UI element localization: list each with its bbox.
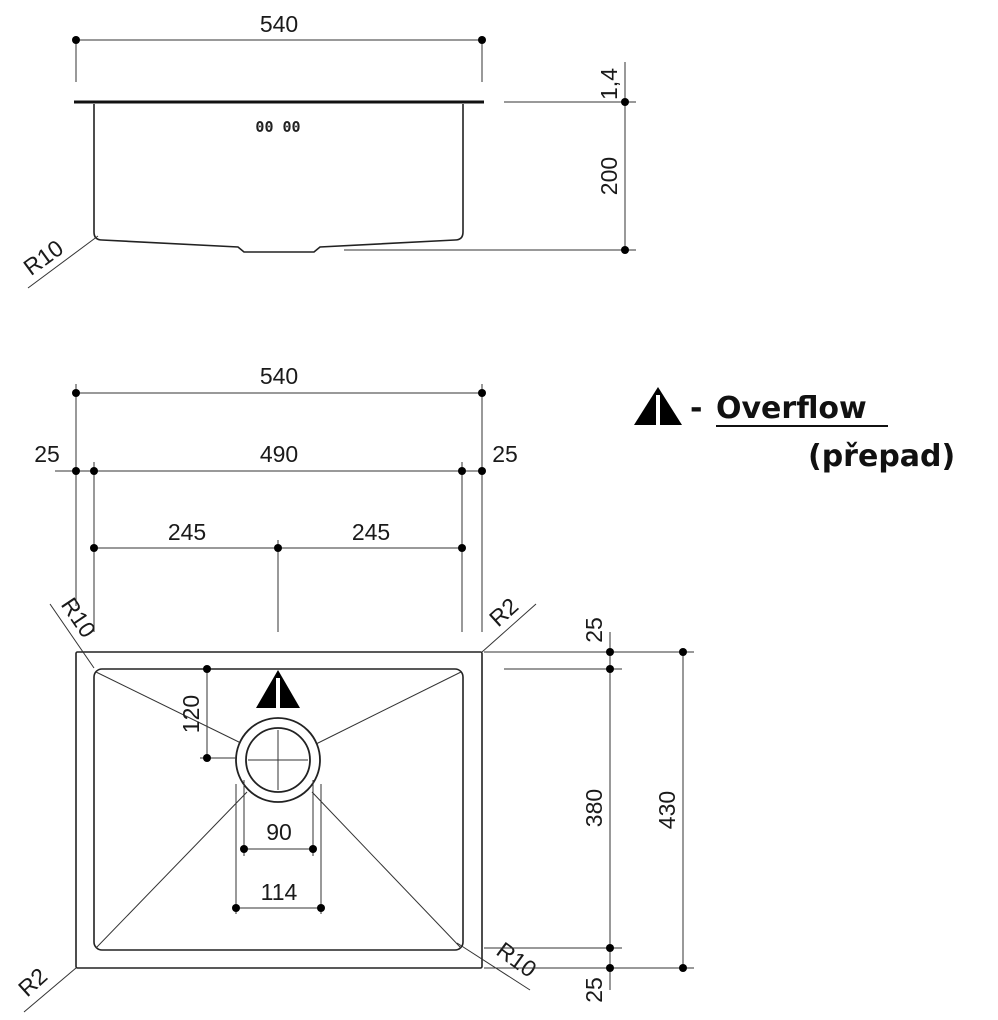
half-right-label: 245: [352, 519, 390, 545]
top-rim-label: 25: [581, 617, 607, 643]
corner-bottom-right-callout: R10: [456, 937, 541, 991]
drain-inner-ring: [245, 727, 311, 793]
corner-bottom-left-label: R2: [13, 963, 52, 1002]
overflow-legend: - Overflow (přepad): [634, 387, 955, 474]
warning-triangle-icon: [634, 387, 682, 425]
inner-width-label: 490: [260, 441, 298, 467]
half-left-label: 245: [168, 519, 206, 545]
side-rim-label: 1,4: [596, 68, 622, 100]
drain-inner-label: 90: [266, 819, 292, 845]
inner-depth-label: 380: [581, 789, 607, 827]
corner-top-right-label: R2: [484, 593, 523, 632]
drain-outer-label: 114: [261, 879, 298, 905]
right-rim-label: 25: [492, 441, 518, 467]
drain-offset-dimension: 120: [178, 665, 236, 762]
side-height-dimensions: 1,4 200: [344, 62, 636, 254]
legend-sublabel: (přepad): [808, 439, 955, 474]
outer-rim-outline: [75, 651, 483, 969]
side-view: 540 00 00 1,4 200 R10: [19, 11, 636, 289]
legend-dash: -: [690, 391, 702, 426]
side-width-dimension: 540: [72, 11, 486, 82]
vertical-dimensions: 25 380 25 430: [484, 617, 694, 1003]
outer-width-label: 540: [260, 363, 298, 389]
corner-bottom-right-label: R10: [492, 937, 541, 983]
corner-top-right-callout: R2: [481, 593, 537, 653]
outer-width-dimension: 540: [72, 363, 486, 632]
drain-inner-dimension: 90: [240, 780, 317, 856]
side-bowl-outline: [93, 104, 464, 253]
side-radius-label: R10: [19, 235, 68, 281]
top-view: 540 490 25 25 245 245: [13, 363, 694, 1013]
left-rim-label: 25: [34, 441, 60, 467]
side-radius-callout: R10: [19, 235, 99, 289]
side-depth-label: 200: [596, 157, 622, 195]
overflow-warning-icon: [256, 670, 300, 708]
side-overflow-slots: 00 00: [255, 118, 300, 136]
corner-bottom-left-callout: R2: [13, 963, 77, 1013]
drain-offset-label: 120: [178, 695, 204, 733]
bottom-rim-label: 25: [581, 977, 607, 1003]
inner-width-dimension: 490 25 25: [34, 441, 518, 632]
legend-label: Overflow: [716, 391, 867, 426]
inner-bowl-outline: [93, 668, 464, 951]
bowl-slope-lines: [95, 671, 462, 949]
drain: [235, 717, 321, 803]
half-width-dimension: 245 245: [90, 519, 466, 632]
drain-outer-dimension: 114: [232, 784, 325, 914]
side-width-label: 540: [260, 11, 298, 37]
outer-depth-label: 430: [654, 791, 680, 829]
